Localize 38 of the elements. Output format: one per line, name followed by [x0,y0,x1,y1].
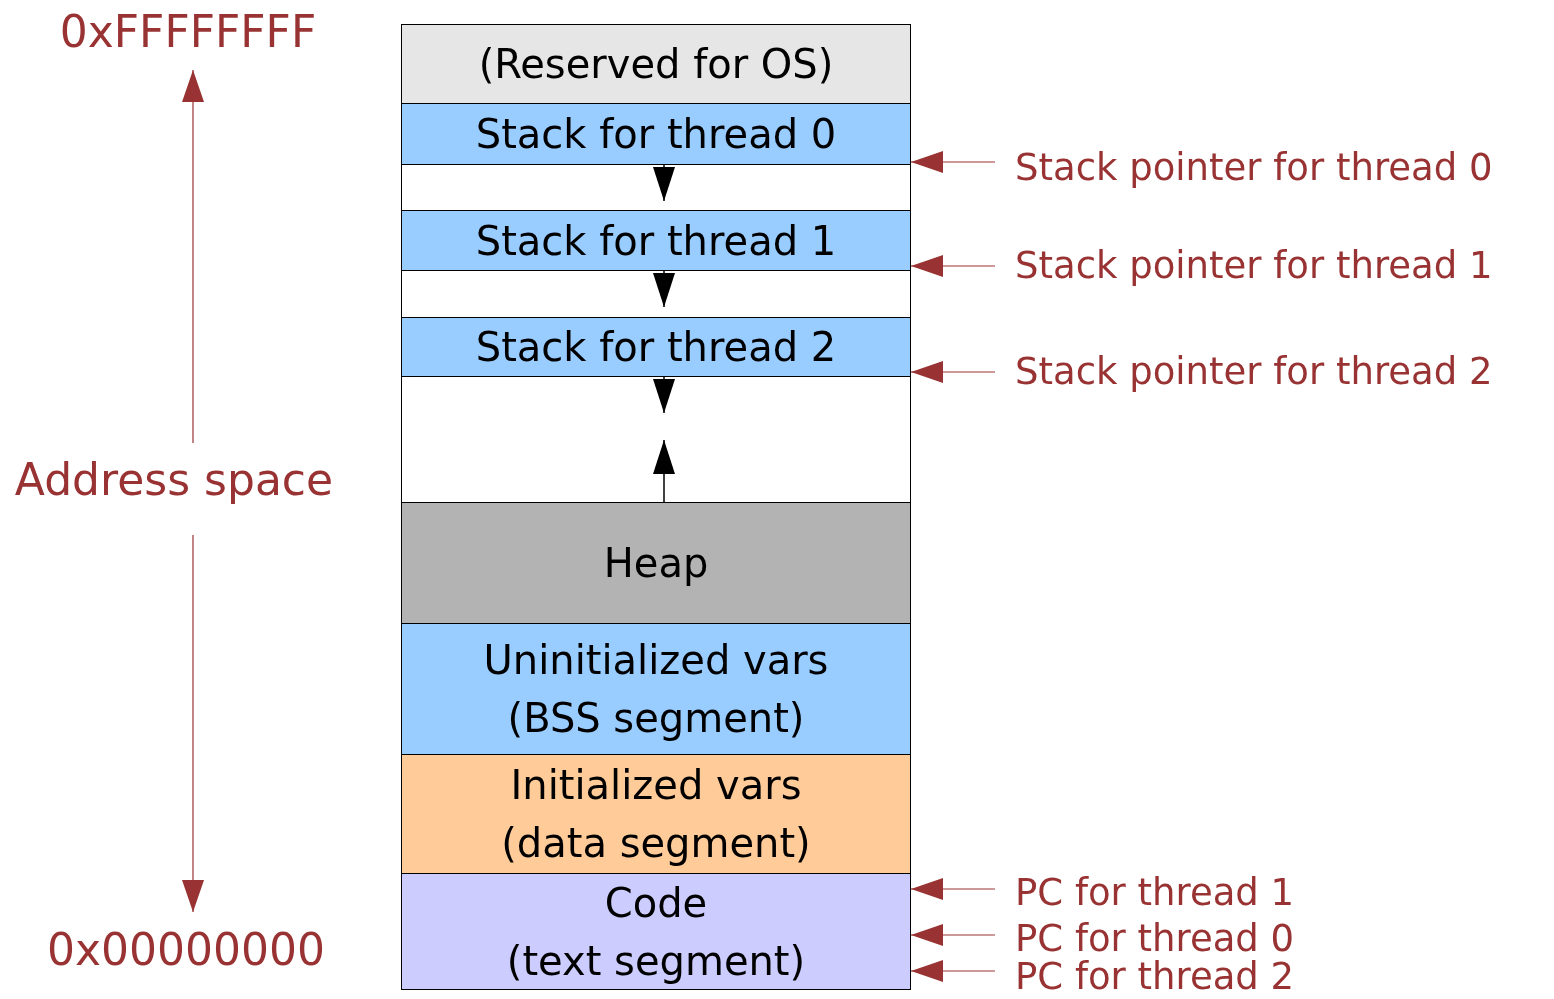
address-label: 0x00000000 [47,928,325,972]
pointer-label: Stack pointer for thread 0 [1015,149,1493,186]
segment-label: Stack for thread 2 [475,323,837,372]
memory-segment [401,873,911,990]
memory-segment [401,502,911,624]
memory-segment [401,317,911,377]
growth-arrow [653,270,675,308]
leader-arrow [910,151,996,173]
memory-segment [401,103,911,165]
memory-segment [401,210,911,271]
segment-label: Heap [603,539,709,588]
leader-arrow [910,960,996,982]
pointer-label: PC for thread 2 [1015,958,1295,995]
free-space-box [401,164,911,211]
segment-label: Initialized vars (data segment) [501,761,811,868]
segment-label: Stack for thread 0 [475,110,837,159]
growth-arrow [653,164,675,202]
segment-label: Uninitialized vars (BSS segment) [483,636,829,743]
axis-label: Address space [14,458,334,502]
pointer-label: PC for thread 0 [1015,920,1295,957]
memory-segment [401,24,911,104]
leader-arrow [910,255,996,277]
leader-arrow [910,924,996,946]
leader-arrow [910,878,996,900]
segment-label: Code (text segment) [506,878,806,986]
segment-label: Stack for thread 1 [475,216,837,266]
memory-segment [401,623,911,755]
free-space-box [401,376,911,503]
free-space-box [401,270,911,318]
address-label: 0xFFFFFFFF [59,10,317,54]
memory-segment [401,754,911,874]
leader-arrow [910,361,996,383]
pointer-label: PC for thread 1 [1015,874,1295,911]
pointer-label: Stack pointer for thread 2 [1015,353,1493,390]
segment-label: (Reserved for OS) [478,40,834,89]
growth-arrow [653,439,675,503]
pointer-label: Stack pointer for thread 1 [1015,247,1493,284]
growth-arrow [653,376,675,414]
